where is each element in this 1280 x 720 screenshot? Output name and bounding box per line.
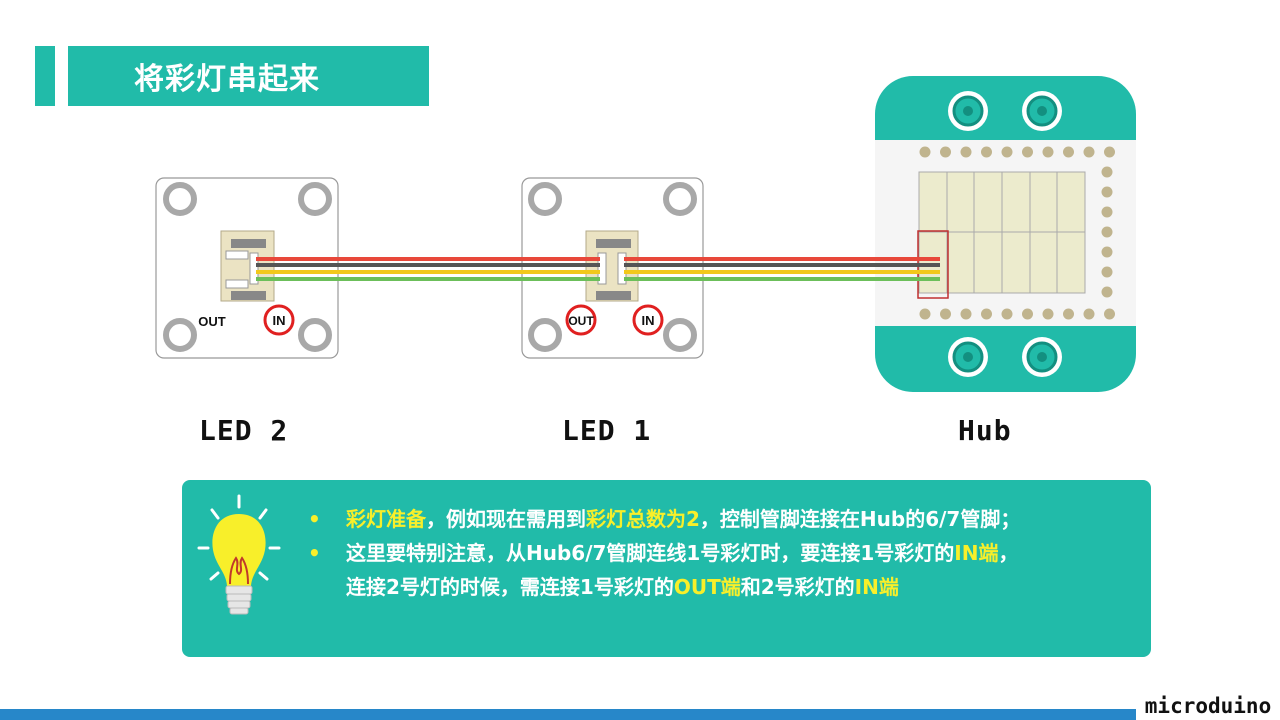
info-item-2-text-2: ， (998, 541, 1019, 565)
led1-out-label: OUT (568, 314, 594, 328)
led2-in-label: IN (273, 313, 286, 328)
led1-out-marker (565, 304, 597, 336)
hub-pins (919, 146, 1115, 320)
hub-pin (919, 308, 931, 320)
hub-pin (1101, 186, 1113, 198)
wiring-diagram: OUT IN OUT IN (155, 76, 1136, 392)
hub-mount-holes (948, 91, 1062, 377)
hub-label: Hub (958, 414, 1012, 447)
title-accent-bar (35, 46, 55, 106)
info-item-1-text-2: ，控制管脚连接在Hub的6/7管脚； (699, 507, 1021, 531)
info-item-2-text: 这里要特别注意，从Hub6/7管脚连线1号彩灯时，要连接1号彩灯的 (346, 541, 955, 565)
hub-pin (981, 308, 992, 320)
hub-pin (1101, 286, 1113, 298)
hub-pin (1063, 308, 1074, 320)
hub-pin (960, 146, 972, 158)
led2-mount-holes (163, 182, 332, 352)
hub-pin (1022, 146, 1033, 158)
led2-out-label: OUT (198, 314, 226, 329)
info-item-1-highlight: 彩灯准备 (346, 507, 426, 531)
hub-pin (981, 146, 992, 158)
wires (256, 257, 940, 281)
hub-pin (940, 308, 951, 320)
hub-pin (919, 146, 931, 158)
bullet-marker: • (308, 507, 321, 531)
hub-pin (1101, 226, 1113, 238)
led1-module: OUT IN (521, 177, 704, 359)
hub-pin (1104, 308, 1115, 320)
info-item-2-line2-text-2: 和2号彩灯的 (740, 575, 855, 599)
led1-mount-holes (528, 182, 697, 352)
hub-port-grid (918, 171, 1086, 294)
hub-pin (1001, 146, 1013, 158)
hub-pin (1001, 308, 1013, 320)
info-item-1: • 彩灯准备，例如现在需用到彩灯总数为2，控制管脚连接在Hub的6/7管脚； (308, 502, 1143, 536)
info-item-2-continued: 连接2号灯的时候，需连接1号彩灯的OUT端和2号彩灯的IN端 (308, 570, 1143, 604)
page-title: 将彩灯串起来 (68, 46, 429, 106)
led1-in-label: IN (642, 313, 655, 328)
hub-pin (1083, 308, 1095, 320)
info-item-2-highlight: IN端 (954, 541, 999, 565)
led2-in-marker (263, 304, 295, 336)
hub-pin (1042, 146, 1054, 158)
info-item-1-text: ，例如现在需用到 (426, 507, 586, 531)
info-item-1-highlight-2: 彩灯总数为2 (586, 507, 700, 531)
footer-bar (0, 709, 1136, 720)
info-item-2: • 这里要特别注意，从Hub6/7管脚连线1号彩灯时，要连接1号彩灯的IN端， (308, 536, 1143, 570)
brand-logo: microduino (1144, 694, 1272, 718)
hub-pin (960, 308, 972, 320)
hub-pin (1101, 206, 1113, 218)
info-item-2-line2-highlight: OUT端 (673, 575, 741, 599)
led2-module: OUT IN (155, 177, 339, 359)
lightbulb-icon (197, 494, 281, 615)
hub-pin (1042, 308, 1054, 320)
info-panel (182, 480, 1151, 657)
hub-pin (1101, 246, 1113, 258)
led2-label: LED 2 (199, 414, 289, 447)
page-title-text: 将彩灯串起来 (134, 62, 320, 97)
hub-pin (1104, 146, 1115, 158)
led1-in-marker (632, 304, 664, 336)
bullet-marker: • (308, 541, 321, 565)
hub-pin (1083, 146, 1095, 158)
info-item-2-line2-text: 连接2号灯的时候，需连接1号彩灯的 (346, 575, 674, 599)
hub-module (875, 76, 1136, 392)
info-list: • 彩灯准备，例如现在需用到彩灯总数为2，控制管脚连接在Hub的6/7管脚； •… (308, 502, 1143, 604)
info-item-2-line2-highlight-2: IN端 (854, 575, 899, 599)
hub-pin (1101, 166, 1113, 178)
led2-connector (220, 230, 275, 302)
hub-pin (1063, 146, 1074, 158)
hub-pin (1022, 308, 1033, 320)
hub-pin (1101, 266, 1113, 278)
led1-label: LED 1 (562, 414, 652, 447)
hub-pin (940, 146, 951, 158)
